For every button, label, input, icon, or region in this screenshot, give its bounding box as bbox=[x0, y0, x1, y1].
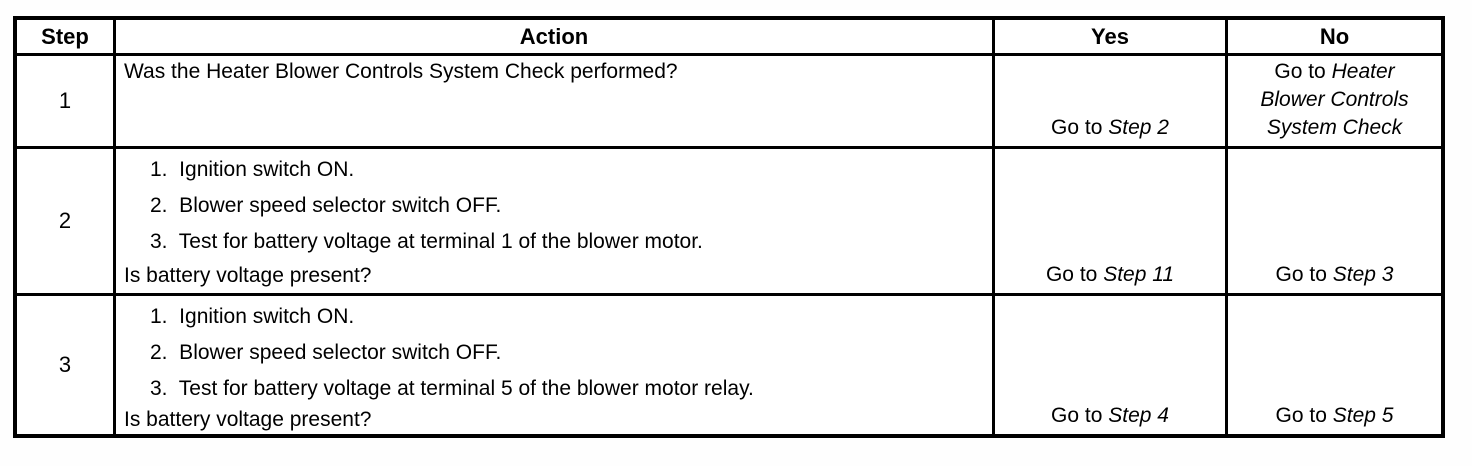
table-row-1-no: Go to Heater Blower Controls System Chec… bbox=[1228, 56, 1441, 146]
action-item-list: 1. Ignition switch ON. 2. Blower speed s… bbox=[124, 299, 982, 407]
goto-text: Go to Step 5 bbox=[1276, 403, 1394, 429]
table-row-2-action: 1. Ignition switch ON. 2. Blower speed s… bbox=[116, 149, 992, 293]
header-step-label: Step bbox=[41, 23, 89, 49]
header-action: Action bbox=[116, 20, 992, 53]
goto-prefix: Go to bbox=[1051, 115, 1103, 139]
step-number: 3 bbox=[58, 352, 72, 378]
action-item: 3. Test for battery voltage at terminal … bbox=[150, 230, 703, 253]
table-row-1-yes: Go to Step 2 bbox=[995, 56, 1225, 146]
header-yes: Yes bbox=[995, 20, 1225, 53]
table-row-2-step: 2 bbox=[17, 149, 113, 293]
goto-prefix: Go to bbox=[1051, 403, 1103, 427]
action-item: 1. Ignition switch ON. bbox=[150, 305, 355, 328]
step-number: 2 bbox=[58, 208, 72, 234]
goto-text: Go to Step 11 bbox=[1046, 262, 1174, 288]
header-yes-label: Yes bbox=[1091, 23, 1129, 49]
goto-prefix: Go to bbox=[1045, 262, 1098, 286]
table-row-1-action: Was the Heater Blower Controls System Ch… bbox=[116, 56, 992, 146]
action-item: 2. Blower speed selector switch OFF. bbox=[150, 341, 502, 364]
goto-prefix: Go to bbox=[1274, 60, 1326, 83]
goto-target: Step 11 bbox=[1103, 262, 1175, 286]
table-row-2-yes: Go to Step 11 bbox=[995, 149, 1225, 293]
step-number: 1 bbox=[58, 88, 72, 114]
table-row-3-step: 3 bbox=[17, 296, 113, 434]
header-no-label: No bbox=[1319, 23, 1350, 49]
table-row-1-step: 1 bbox=[17, 56, 113, 146]
header-step: Step bbox=[17, 20, 113, 53]
action-question: Is battery voltage present? bbox=[124, 264, 372, 287]
table-row-2-no: Go to Step 3 bbox=[1228, 149, 1441, 293]
goto-target: Step 5 bbox=[1332, 403, 1394, 427]
goto-target: Step 2 bbox=[1108, 115, 1169, 139]
diagnostic-table: Step Action Yes No 1 Was the Heater Blow… bbox=[13, 16, 1445, 438]
goto-target: Step 4 bbox=[1108, 403, 1169, 427]
action-question: Was the Heater Blower Controls System Ch… bbox=[124, 60, 678, 83]
action-item: 1. Ignition switch ON. bbox=[150, 158, 355, 181]
header-action-label: Action bbox=[519, 23, 589, 49]
table-row-3-no: Go to Step 5 bbox=[1228, 296, 1441, 434]
action-question: Is battery voltage present? bbox=[124, 408, 372, 431]
goto-text: Go to Step 4 bbox=[1051, 403, 1169, 429]
goto-text: Go to Step 3 bbox=[1276, 262, 1394, 288]
goto-text: Go to Step 2 bbox=[1051, 115, 1169, 141]
goto-prefix: Go to bbox=[1275, 262, 1327, 286]
action-item: 3. Test for battery voltage at terminal … bbox=[150, 377, 754, 400]
action-item: 2. Blower speed selector switch OFF. bbox=[150, 194, 502, 217]
goto-text: Go to Heater Blower Controls System Chec… bbox=[1243, 58, 1426, 142]
header-no: No bbox=[1228, 20, 1441, 53]
table-row-3-action: 1. Ignition switch ON. 2. Blower speed s… bbox=[116, 296, 992, 434]
table-row-3-yes: Go to Step 4 bbox=[995, 296, 1225, 434]
goto-prefix: Go to bbox=[1275, 403, 1327, 427]
goto-target: Heater Blower Controls System Check bbox=[1260, 60, 1409, 139]
action-item-list: 1. Ignition switch ON. 2. Blower speed s… bbox=[124, 152, 982, 260]
goto-target: Step 3 bbox=[1332, 262, 1394, 286]
